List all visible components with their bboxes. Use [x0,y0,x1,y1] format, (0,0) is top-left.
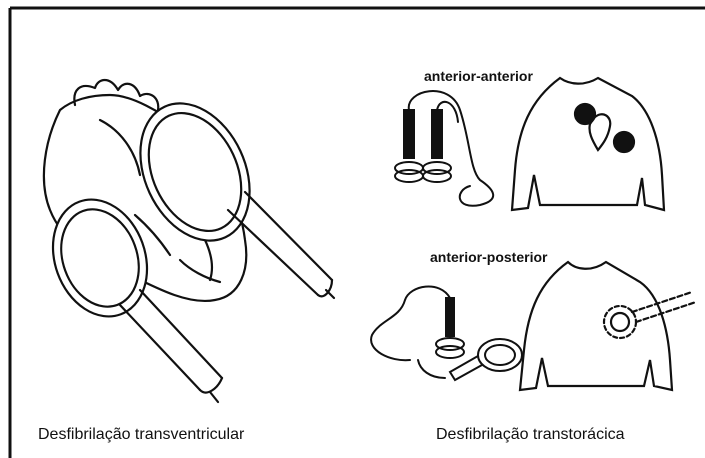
position-label-anterior-posterior: anterior-posterior [430,249,547,265]
back-pad [604,306,636,338]
paddle-handle-dashed [632,292,696,322]
lower-paddle [37,186,163,330]
pad-left-apex [614,132,634,152]
anterior-posterior-paddles [371,286,522,380]
position-label-anterior-anterior: anterior-anterior [424,68,533,84]
caption-transtoracica: Desfibrilação transtorácica [436,426,625,444]
torso-anterior [512,78,664,210]
heart-sketch [589,114,610,150]
upper-paddle [119,86,270,259]
anterior-anterior-paddles [395,91,493,206]
torso-posterior [520,262,696,390]
caption-transventricular: Desfibrilação transventricular [38,426,244,444]
heart-with-internal-paddles [37,80,334,402]
